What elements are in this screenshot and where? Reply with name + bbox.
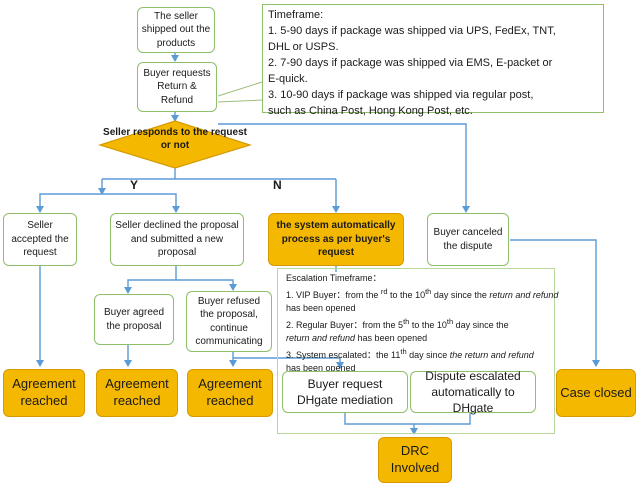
- branch-label-no: N: [273, 178, 282, 192]
- node-case-closed: Case closed: [556, 369, 636, 417]
- escalation-vip: 1. VIP Buyer：from the rd to the 10th day…: [286, 286, 559, 300]
- node-drc-involved: DRC Involved: [378, 437, 452, 483]
- timeframe-line: 3. 10-90 days if package was shipped via…: [268, 88, 534, 101]
- timeframe-line: DHL or USPS.: [268, 40, 339, 53]
- escalation-regular-cont: return and refund has been opened: [286, 333, 428, 343]
- node-dispute-escalated: Dispute escalated automatically to DHgat…: [410, 369, 536, 415]
- node-buyer-canceled: Buyer canceled the dispute: [427, 213, 509, 266]
- timeframe-line: E-quick.: [268, 72, 308, 85]
- timeframe-line: 1. 5-90 days if package was shipped via …: [268, 24, 556, 37]
- node-seller-declined: Seller declined the proposal and submitt…: [110, 213, 244, 266]
- node-agreement-reached-1: Agreement reached: [3, 369, 85, 417]
- node-seller-accepted: Seller accepted the request: [3, 213, 77, 266]
- node-system-auto: the system automatically process as per …: [268, 213, 404, 266]
- node-seller-shipped: The seller shipped out the products: [137, 7, 215, 53]
- timeframe-line: 2. 7-90 days if package was shipped via …: [268, 56, 553, 69]
- node-agreement-reached-2: Agreement reached: [96, 369, 178, 417]
- timeframe-title: Timeframe:: [268, 9, 324, 21]
- escalation-system: 3. System escalated：the 11th day since t…: [286, 346, 534, 360]
- node-buyer-mediation: Buyer request DHgate mediation: [282, 371, 408, 413]
- escalation-timeframe-panel: Escalation Timeframe： 1. VIP Buyer：from …: [277, 268, 559, 434]
- escalation-vip-cont: has been opened: [286, 303, 356, 313]
- node-seller-responds: Seller responds to the request or not: [103, 127, 247, 151]
- escalation-regular: 2. Regular Buyer：from the 5th to the 10t…: [286, 316, 509, 330]
- escalation-system-cont: has been opened: [286, 363, 356, 373]
- timeframe-line: such as China Post, Hong Kong Post, etc.: [268, 104, 473, 117]
- node-buyer-agreed: Buyer agreed the proposal: [94, 294, 174, 345]
- decision-diamond: [97, 120, 253, 169]
- node-buyer-requests: Buyer requests Return & Refund: [137, 62, 217, 112]
- escalation-title: Escalation Timeframe：: [286, 273, 382, 283]
- branch-label-yes: Y: [130, 178, 139, 192]
- node-agreement-reached-3: Agreement reached: [187, 369, 273, 417]
- timeframe-note: Timeframe: 1. 5-90 days if package was s…: [262, 4, 604, 117]
- node-buyer-refused: Buyer refused the proposal, continue com…: [186, 291, 272, 352]
